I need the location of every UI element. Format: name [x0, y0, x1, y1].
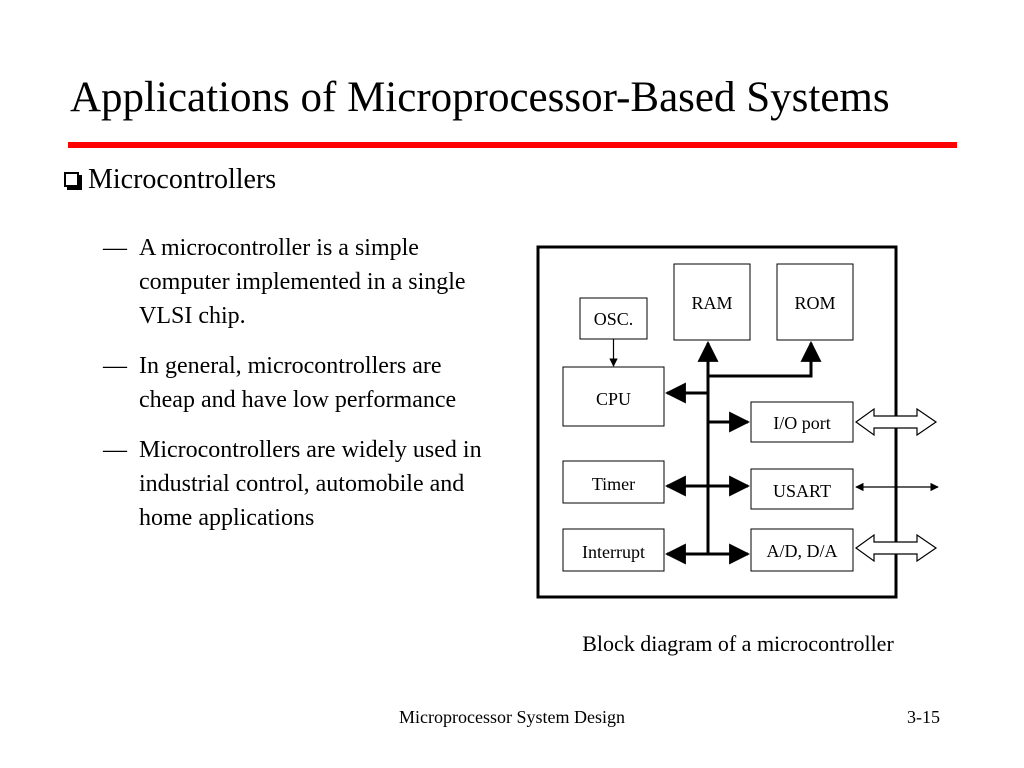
bullet-item: — Microcontrollers are widely used in in… [103, 433, 483, 535]
interrupt-label: Interrupt [582, 542, 645, 562]
rom-label: ROM [794, 293, 835, 313]
ram-block: RAM [673, 263, 751, 341]
checkbox-bullet-icon [64, 172, 79, 187]
heading-bullet: Microcontrollers [64, 164, 276, 196]
dash-bullet: — [103, 235, 127, 261]
osc-block: OSC. [579, 297, 648, 340]
io-external-arrow [854, 407, 938, 437]
timer-block: Timer [562, 460, 665, 504]
adc-label: A/D, D/A [767, 541, 838, 561]
diagram-caption: Block diagram of a microcontroller [582, 631, 894, 656]
title-underline [68, 142, 957, 148]
cpu-label: CPU [596, 389, 631, 409]
cpu-block: CPU [562, 366, 665, 427]
osc-label: OSC. [594, 309, 634, 329]
io-port-block: I/O port [750, 401, 854, 443]
dash-bullet: — [103, 353, 127, 379]
heading-text: Microcontrollers [88, 164, 277, 195]
bullet-text: A microcontroller is a simple computer i… [139, 235, 466, 329]
io-port-label: I/O port [773, 413, 831, 433]
bullet-item: — In general, microcontrollers are cheap… [103, 349, 483, 417]
slide-title: Applications of Microprocessor-Based Sys… [70, 74, 890, 121]
ram-label: RAM [691, 293, 732, 313]
timer-label: Timer [592, 474, 635, 494]
dash-bullet: — [103, 437, 127, 463]
interrupt-block: Interrupt [562, 528, 665, 572]
bullet-text: Microcontrollers are widely used in indu… [139, 437, 482, 531]
bullet-list: — A microcontroller is a simple computer… [103, 231, 483, 551]
bus-to-rom-arrow [708, 340, 822, 378]
adc-block: A/D, D/A [750, 528, 854, 572]
bullet-item: — A microcontroller is a simple computer… [103, 231, 483, 333]
footer-course: Microprocessor System Design [399, 707, 625, 727]
usart-label: USART [773, 481, 831, 501]
footer-page-number: 3-15 [907, 707, 940, 727]
rom-block: ROM [776, 263, 854, 341]
bullet-text: In general, microcontrollers are cheap a… [139, 353, 457, 413]
usart-block: USART [750, 468, 854, 510]
adc-external-arrow [854, 533, 938, 563]
microcontroller-block-diagram: OSC. RAM ROM CPU I/O port Timer USART In… [536, 245, 939, 599]
